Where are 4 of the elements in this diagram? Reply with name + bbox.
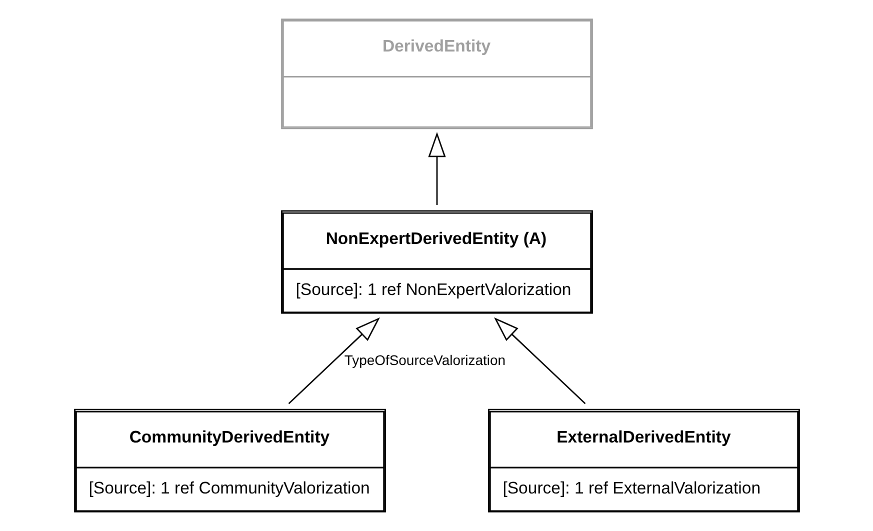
edge-label: TypeOfSourceValorization <box>344 352 506 368</box>
arrow <box>428 132 446 206</box>
arrow <box>288 317 380 404</box>
arrow <box>494 317 586 404</box>
